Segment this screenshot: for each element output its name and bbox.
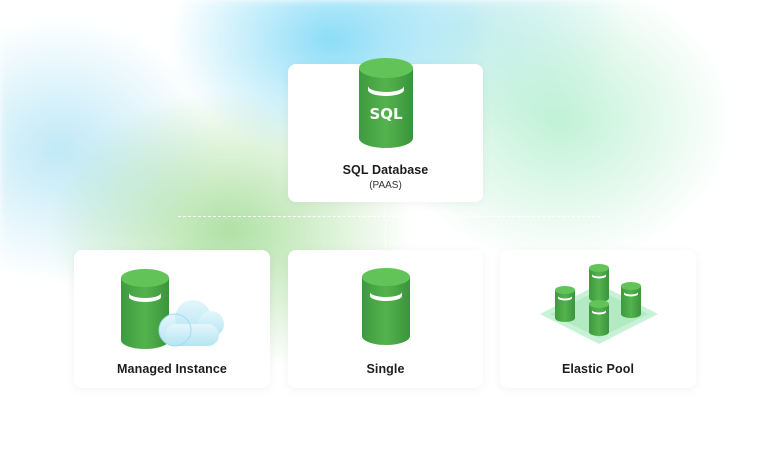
pool-database-front [589,300,609,336]
card-sql-database: SQL SQL Database (PAAS) [288,58,483,202]
card-title: Managed Instance [117,362,227,376]
sql-icon-label: SQL [369,105,403,123]
database-cloud-icon [121,269,224,349]
connector-horizontal-line [178,216,600,217]
card-title: SQL Database [342,163,429,177]
connector-vertical-line [385,203,386,248]
card-managed-instance: Managed Instance [74,250,270,388]
pool-database-left [555,286,575,322]
pool-database-right [621,282,641,318]
card-subtitle: (PAAS) [369,180,402,191]
database-pool-icon [540,264,658,344]
database-cylinder-icon [362,268,410,345]
sql-database-cylinder-icon: SQL [359,58,413,148]
card-single: Single [288,250,483,388]
card-elastic-pool: Elastic Pool [500,250,696,388]
card-title: Elastic Pool [561,362,635,376]
pool-database-top [589,264,609,302]
card-title: Single [366,362,405,376]
